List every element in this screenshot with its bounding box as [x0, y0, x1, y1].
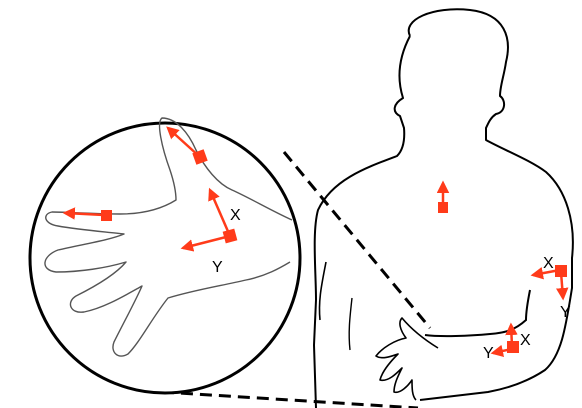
forearm-axis-x-label: X [520, 332, 531, 349]
axis-arrow [511, 325, 512, 346]
hand-axis-x-label: X [230, 207, 241, 224]
body-armpit-right [425, 290, 530, 336]
sensor-chest [438, 183, 448, 213]
upper-arm-axis-x-label: X [543, 255, 554, 272]
body-hand-small [376, 318, 438, 400]
sensor-marker [438, 202, 448, 213]
projection-line-bottom [162, 392, 418, 408]
projection-line-top [284, 152, 430, 328]
body-left-side [314, 36, 410, 408]
forearm-axis-y-label: Y [483, 345, 494, 362]
body-torso-line [349, 298, 352, 350]
hand-axis-y-label: Y [212, 259, 223, 276]
upper-arm-axis-y-label: Y [560, 304, 571, 321]
body-armpit-left [319, 262, 326, 320]
hand-magnifier-circle [30, 123, 300, 393]
body-silhouette [409, 9, 573, 400]
sensor-upper-arm: X Y [533, 255, 571, 321]
